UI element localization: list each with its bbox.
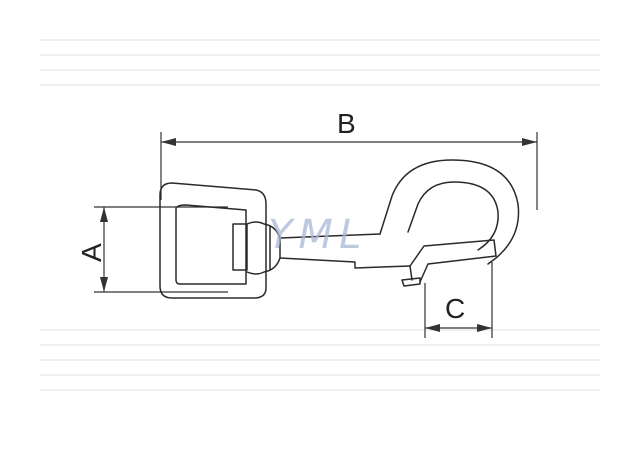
dimension-b-arrow-left: [161, 138, 176, 146]
swivel-eye-inner: [175, 204, 247, 285]
dimension-a: [94, 206, 228, 293]
dimension-c-arrow-left: [425, 324, 440, 332]
swivel-neck: [232, 223, 248, 271]
snap-hook-outline: [159, 159, 520, 299]
background-texture: [40, 39, 600, 391]
dimension-b: [160, 132, 538, 210]
gate-pivot-line: [409, 265, 413, 281]
hook-inner: [407, 181, 499, 251]
spring-gate: [409, 239, 497, 283]
dimension-a-arrow-bottom: [100, 277, 108, 292]
watermark-logo: YML: [268, 212, 367, 258]
dimension-a-label: A: [76, 243, 107, 262]
dimension-c-arrow-right: [477, 324, 492, 332]
gate-trigger: [401, 277, 421, 287]
swivel-eye-outer: [159, 182, 267, 299]
shank-top: [279, 233, 381, 239]
dimension-b-arrow-right: [522, 138, 537, 146]
swivel-barrel: [246, 221, 281, 275]
dimension-a-arrow-top: [100, 207, 108, 222]
shank-bottom: [279, 257, 411, 269]
hook-outer: [379, 159, 520, 265]
dimension-c: [424, 262, 493, 338]
dimension-b-label: B: [337, 108, 356, 139]
dimension-c-label: C: [445, 293, 465, 324]
